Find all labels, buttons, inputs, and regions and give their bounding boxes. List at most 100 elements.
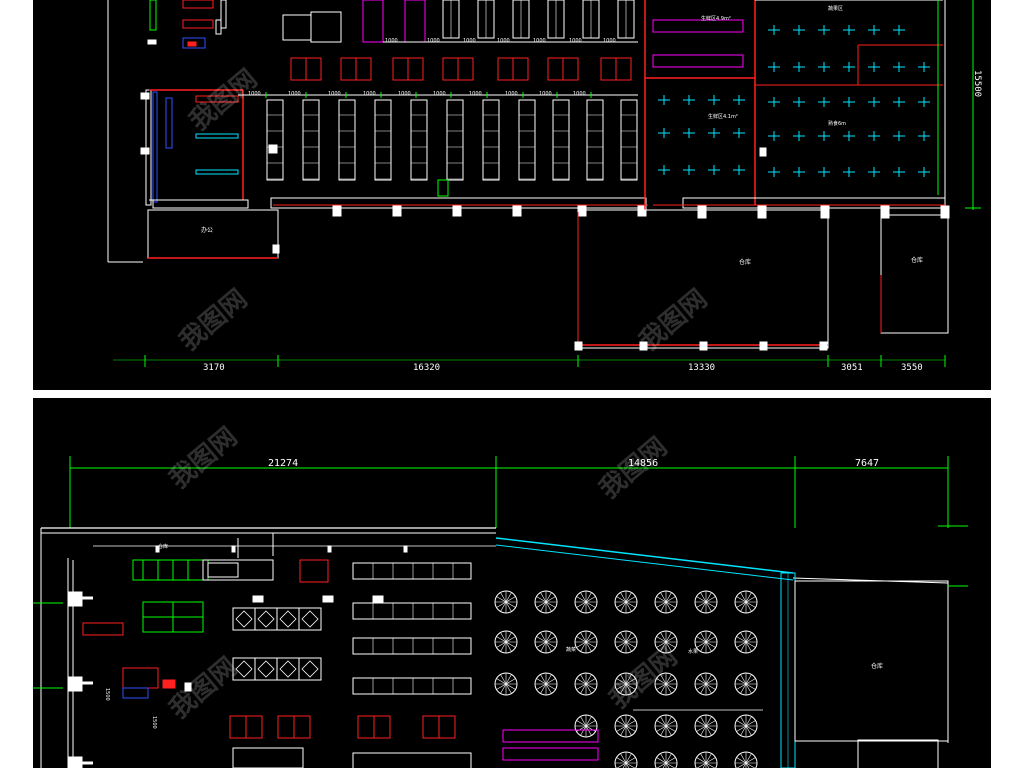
column — [880, 205, 890, 219]
counter — [182, 19, 214, 29]
warehouse-room — [577, 209, 829, 349]
shelf-magenta — [404, 0, 426, 43]
column — [697, 205, 707, 219]
room-office — [147, 209, 279, 259]
column — [392, 205, 402, 217]
produce-display-spoke — [576, 636, 596, 648]
produce-display-spoke — [696, 636, 716, 648]
produce-display-spoke — [736, 720, 756, 732]
shelf-unit — [302, 99, 320, 181]
shelf-dimension-label: 1000 — [248, 91, 261, 97]
shelf-unit — [586, 99, 604, 181]
shelf-magenta — [362, 0, 384, 43]
dimension-label-top: 21274 — [268, 458, 298, 469]
room-label-office: 办公 — [201, 226, 213, 234]
dimension-label-bottom: 3051 — [841, 363, 863, 373]
shelf — [195, 133, 239, 139]
fixture — [207, 562, 239, 578]
produce-display-spoke — [616, 636, 636, 648]
produce-display-spoke — [536, 596, 556, 608]
counter — [122, 687, 149, 699]
shelf-dimension-label: 1000 — [427, 38, 440, 44]
zone-label: 蔬菜 — [566, 646, 576, 653]
shelf-magenta — [652, 54, 744, 68]
produce-display-spoke — [736, 636, 756, 648]
column — [322, 595, 334, 603]
column — [574, 341, 583, 351]
produce-display-spoke — [736, 757, 756, 768]
entrance-column — [67, 756, 83, 768]
produce-display-spoke — [656, 757, 676, 768]
produce-display-spoke — [496, 596, 516, 608]
fixture — [215, 19, 222, 35]
produce-display-spoke — [656, 678, 676, 690]
column — [372, 595, 384, 603]
produce-display-spoke — [656, 720, 676, 732]
shelf-magenta — [502, 747, 599, 761]
dimension-label-bottom: 13330 — [688, 363, 715, 373]
shelf-unit — [482, 99, 500, 181]
counter — [195, 95, 239, 103]
shelf-dimension-label: 1000 — [433, 91, 446, 97]
fixture — [220, 0, 227, 29]
front-wall — [682, 197, 946, 209]
warehouse — [794, 580, 949, 742]
shelf-green — [132, 559, 209, 581]
produce-display-spoke — [496, 678, 516, 690]
display-table-diamond — [257, 660, 275, 678]
shelf-dimension-label: 1000 — [288, 91, 301, 97]
produce-display-spoke — [696, 596, 716, 608]
marker — [155, 545, 160, 553]
display-table-diamond — [301, 610, 319, 628]
wall-segment — [145, 89, 152, 206]
shelf-unit — [374, 99, 392, 181]
shelf-dimension-label: 1000 — [398, 91, 411, 97]
counter — [122, 667, 159, 689]
column — [332, 205, 342, 217]
shelf-unit — [410, 99, 428, 181]
entrance-column — [67, 591, 83, 607]
produce-display-spoke — [656, 636, 676, 648]
shelf-row — [352, 602, 472, 620]
produce-display-spoke — [576, 678, 596, 690]
area-label: 生鲜区4.9m² — [701, 15, 731, 22]
produce-display-spoke — [536, 678, 556, 690]
column — [252, 595, 264, 603]
display-table-diamond — [257, 610, 275, 628]
shelf-unit — [552, 99, 570, 181]
produce-display-spoke — [656, 596, 676, 608]
shelf-unit — [338, 99, 356, 181]
area-label: 蔬果区 — [828, 5, 843, 12]
entrance-column — [67, 676, 83, 692]
column — [184, 682, 192, 692]
display-table-diamond — [279, 660, 297, 678]
dimension-label-bottom: 16320 — [413, 363, 440, 373]
counter — [187, 41, 197, 47]
room-label-warehouse: 仓库 — [739, 258, 751, 266]
side-dimension: 1500 — [104, 688, 110, 701]
shelf-dimension-label: 1000 — [363, 91, 376, 97]
shelf-row — [232, 747, 304, 768]
shelf-dimension-label: 1000 — [469, 91, 482, 97]
area-label: 熟食6m — [828, 120, 846, 127]
dimension-label-bottom: 3550 — [901, 363, 923, 373]
produce-display-spoke — [536, 636, 556, 648]
counter — [82, 622, 124, 636]
room-label-storage: 仓库 — [911, 256, 923, 264]
zone-label: 水果 — [688, 648, 698, 655]
area-label: 生鲜区4.1m² — [708, 113, 738, 120]
column — [637, 205, 647, 217]
shelf-row — [352, 562, 472, 580]
shelf-unit — [202, 559, 274, 581]
column — [268, 144, 278, 154]
produce-display-spoke — [616, 720, 636, 732]
produce-display-spoke — [696, 678, 716, 690]
counter — [182, 0, 214, 9]
column — [757, 205, 767, 219]
produce-display-spoke — [616, 757, 636, 768]
dimension-label-bottom: 3170 — [203, 363, 225, 373]
fixture — [282, 14, 312, 41]
